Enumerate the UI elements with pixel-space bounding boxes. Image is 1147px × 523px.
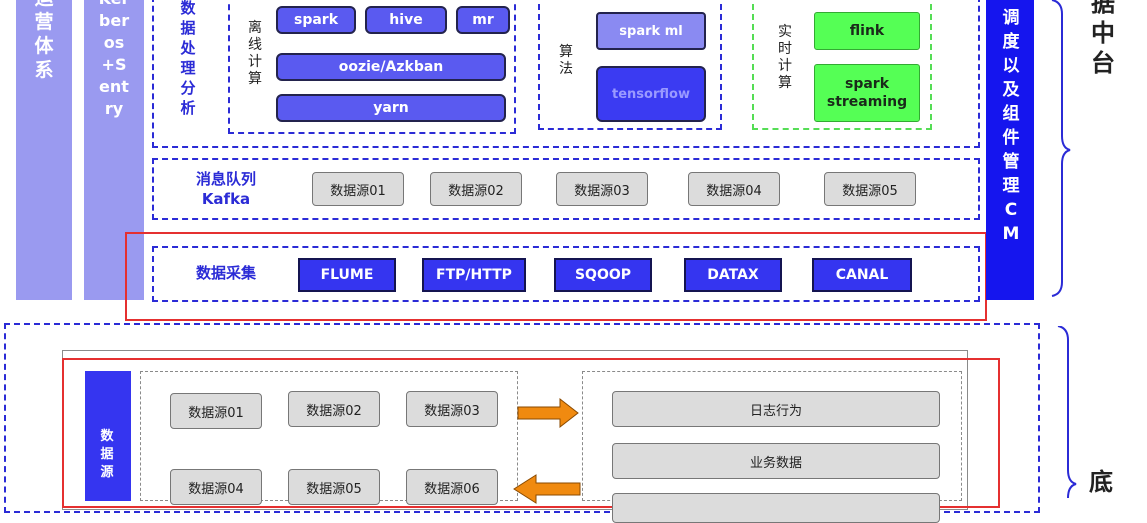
flume-box: FLUME bbox=[298, 258, 396, 292]
source-05: 数据源05 bbox=[288, 469, 380, 505]
source-03: 数据源03 bbox=[406, 391, 498, 427]
top-brace-icon bbox=[1051, 0, 1071, 297]
data-collect-panel bbox=[152, 246, 980, 302]
sqoop-box: SQOOP bbox=[554, 258, 652, 292]
flink-box: flink bbox=[814, 12, 920, 50]
source-02: 数据源02 bbox=[288, 391, 380, 427]
collect-highlight bbox=[125, 232, 987, 321]
category-row-partial bbox=[612, 493, 940, 523]
tensorflow-box: tensorflow bbox=[596, 66, 706, 122]
scheduler-column bbox=[986, 0, 1034, 300]
processing-label: 数据处理分析 bbox=[180, 0, 196, 117]
spark-streaming-label: spark streaming bbox=[826, 76, 908, 110]
spark-streaming-box: spark streaming bbox=[814, 64, 920, 122]
right-top-label: 据中台 bbox=[1091, 0, 1115, 77]
message-queue-title: 消息队列 bbox=[195, 170, 256, 188]
ftp-http-box: FTP/HTTP bbox=[422, 258, 526, 292]
datasource-column bbox=[85, 371, 131, 501]
algorithm-group bbox=[538, 0, 722, 130]
tensorflow-label: tensorflow bbox=[612, 86, 690, 102]
realtime-group bbox=[752, 0, 932, 130]
bottom-brace-icon bbox=[1057, 326, 1077, 499]
mq-source-01: 数据源01 bbox=[312, 172, 404, 206]
scheduler-label: 调度以及组件管理CM bbox=[1002, 8, 1020, 244]
data-collect-label: 数据采集 bbox=[195, 264, 256, 282]
kafka-title: Kafka bbox=[201, 190, 251, 208]
source-01: 数据源01 bbox=[170, 393, 262, 429]
category-log-behavior: 日志行为 bbox=[612, 391, 940, 427]
ops-system-column: 运营体系 bbox=[16, 0, 72, 300]
yarn-box: yarn bbox=[276, 94, 506, 122]
arrow-right-icon bbox=[517, 397, 579, 429]
datax-box: DATAX bbox=[684, 258, 782, 292]
offline-label: 离线计算 bbox=[248, 20, 262, 87]
mq-source-03: 数据源03 bbox=[556, 172, 648, 206]
source-06: 数据源06 bbox=[406, 469, 498, 505]
processing-panel bbox=[152, 0, 980, 148]
oozie-box: oozie/Azkban bbox=[276, 53, 506, 81]
hive-box: hive bbox=[365, 6, 447, 34]
offline-group bbox=[228, 0, 516, 134]
source-04: 数据源04 bbox=[170, 469, 262, 505]
algorithm-label: 算法 bbox=[559, 44, 573, 77]
right-bottom-label: 底 bbox=[1089, 468, 1113, 496]
security-column: Kerberos+Sentry bbox=[84, 0, 144, 300]
security-label: Kerberos+Sentry bbox=[98, 0, 130, 118]
spark-ml-box: spark ml bbox=[596, 12, 706, 50]
datasource-label: 数据源 bbox=[100, 429, 114, 480]
mr-box: mr bbox=[456, 6, 510, 34]
spark-box: spark bbox=[276, 6, 356, 34]
mq-source-02: 数据源02 bbox=[430, 172, 522, 206]
category-business-data: 业务数据 bbox=[612, 443, 940, 479]
message-queue-panel bbox=[152, 158, 980, 220]
mq-source-05: 数据源05 bbox=[824, 172, 916, 206]
message-queue-label: 消息队列 Kafka bbox=[180, 169, 272, 209]
realtime-label: 实时计算 bbox=[778, 24, 792, 91]
arrow-left-icon bbox=[513, 474, 581, 504]
ops-system-label: 运营体系 bbox=[34, 0, 54, 81]
mq-source-04: 数据源04 bbox=[688, 172, 780, 206]
canal-box: CANAL bbox=[812, 258, 912, 292]
